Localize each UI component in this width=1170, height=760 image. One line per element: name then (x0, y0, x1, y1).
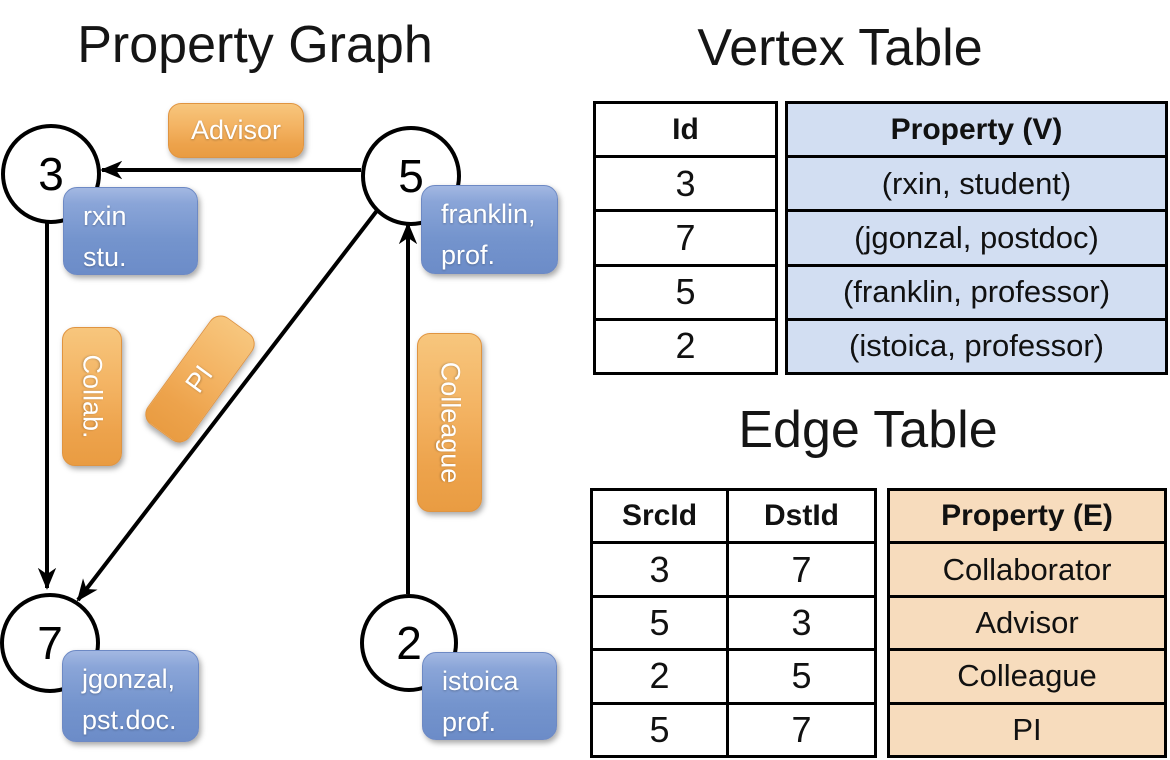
table-row: Colleague (890, 648, 1164, 701)
vertex-card-franklin-line1: franklin, (441, 199, 536, 229)
table-row: 3 (596, 155, 775, 209)
vertex-property-cell: (jgonzal, postdoc) (854, 220, 1099, 255)
vertex-card-jgonzal: jgonzal, pst.doc. (62, 650, 199, 742)
vertex-card-rxin-line1: rxin (83, 201, 127, 231)
table-row: (franklin, professor) (788, 263, 1165, 318)
edge-label-collab-text: Collab. (77, 354, 108, 439)
edge-dst-cell: 7 (791, 548, 812, 590)
edge-src-cell: 5 (593, 597, 729, 649)
table-row: 3 7 (593, 541, 874, 595)
table-row: (jgonzal, postdoc) (788, 209, 1165, 263)
vertex-card-franklin: franklin, prof. (421, 185, 558, 274)
edge-dst-cell: 5 (791, 655, 812, 697)
table-row: 2 (596, 317, 775, 372)
vertex-card-istoica-line2: prof. (442, 707, 497, 738)
vertex-id-cell: 3 (675, 162, 696, 204)
vertex-table-id-header: Id (672, 112, 699, 146)
vertex-table-property-column: Property (V) (rxin, student) (jgonzal, p… (785, 101, 1168, 375)
table-row: Advisor (890, 594, 1164, 648)
node-2-id: 2 (396, 617, 422, 669)
edge-table-id-columns: SrcId DstId 3 7 5 3 2 5 5 7 (590, 488, 877, 758)
table-row: PI (890, 701, 1164, 755)
edge-dst-cell: 3 (791, 602, 812, 644)
vertex-property-cell: (rxin, student) (881, 165, 1072, 201)
property-graph-title: Property Graph (77, 16, 433, 74)
edge-src-cell: 3 (593, 544, 729, 595)
table-row: Collaborator (890, 541, 1164, 594)
node-7-id: 7 (37, 617, 63, 669)
edge-table-title: Edge Table (738, 401, 998, 459)
table-row: (istoica, professor) (788, 317, 1165, 372)
vertex-property-cell: (franklin, professor) (842, 274, 1111, 310)
vertex-card-istoica: istoica prof. (422, 652, 557, 740)
edge-table-property-column: Property (E) Collaborator Advisor Collea… (887, 488, 1167, 758)
edge-label-advisor-text: Advisor (190, 115, 282, 145)
vertex-table-header-row: Id (596, 104, 775, 155)
edge-label-pi-text: PI (179, 359, 220, 398)
edge-table-property-header: Property (E) (941, 499, 1113, 533)
table-row: 5 (596, 263, 775, 318)
vertex-id-cell: 7 (675, 217, 696, 258)
table-row: 2 5 (593, 648, 874, 702)
table-row: 5 7 (593, 701, 874, 756)
vertex-card-istoica-line1: istoica (442, 666, 519, 696)
edge-label-advisor: Advisor (168, 103, 304, 158)
edge-table-src-header: SrcId (593, 491, 729, 542)
edge-label-collab: Collab. (62, 327, 122, 466)
table-row: 5 3 (593, 594, 874, 649)
vertex-id-cell: 2 (675, 325, 696, 367)
vertex-card-rxin: rxin stu. (63, 187, 198, 275)
edge-property-cell: Advisor (975, 605, 1079, 641)
vertex-property-cell: (istoica, professor) (849, 328, 1104, 364)
edge-table-dst-header: DstId (764, 499, 839, 533)
edge-src-cell: 5 (593, 704, 729, 756)
node-3: 3 (1, 124, 101, 224)
edge-property-cell: Colleague (957, 658, 1097, 694)
edge-5-to-7 (76, 206, 381, 602)
node-5-id: 5 (398, 150, 424, 202)
edge-property-cell: PI (1012, 711, 1042, 747)
edge-table-header-row: SrcId DstId (593, 491, 874, 542)
table-row: 7 (596, 209, 775, 263)
edge-dst-cell: 7 (791, 708, 812, 750)
vertex-card-jgonzal-line2: pst.doc. (82, 705, 177, 736)
edge-label-colleague-text: Colleague (435, 361, 465, 484)
edge-table-header-row: Property (E) (890, 491, 1164, 541)
vertex-table-id-column: Id 3 7 5 2 (593, 101, 778, 375)
node-3-id: 3 (38, 148, 64, 200)
vertex-card-jgonzal-line1: jgonzal, (82, 664, 176, 694)
vertex-table-title: Vertex Table (697, 19, 983, 77)
vertex-card-franklin-line2: prof. (441, 240, 496, 271)
edge-label-colleague: Colleague (417, 333, 482, 512)
vertex-id-cell: 5 (675, 271, 696, 313)
table-row: (rxin, student) (788, 155, 1165, 209)
vertex-card-rxin-line2: stu. (83, 242, 127, 273)
edge-src-cell: 2 (593, 651, 729, 702)
edge-property-cell: Collaborator (942, 551, 1112, 587)
vertex-table-header-row: Property (V) (788, 104, 1165, 155)
vertex-table-property-header: Property (V) (890, 112, 1063, 146)
